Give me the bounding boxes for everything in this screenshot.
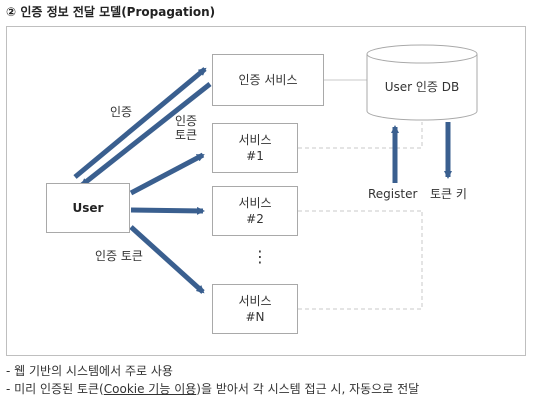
- register-label: Register: [368, 187, 418, 201]
- service1-box: 서비스 #1: [212, 123, 298, 173]
- service1-dashed-line: [298, 122, 423, 149]
- service2-label: 서비스: [238, 196, 272, 210]
- auth-label: 인증: [110, 105, 133, 119]
- service1-number: #1: [246, 149, 264, 163]
- note-line2-pre: - 미리 인증된 토큰(: [6, 382, 104, 396]
- user-to-service2-arrow: [130, 206, 205, 215]
- user-to-serviceN-arrow: [129, 225, 205, 294]
- serviceN-number: #N: [245, 310, 265, 324]
- auth-token-label-line2: 토큰: [175, 128, 198, 142]
- diagram-title: ② 인증 정보 전달 모델(Propagation): [6, 5, 216, 19]
- auth-to-user-arrow: [80, 82, 212, 187]
- service1-label: 서비스: [238, 133, 272, 147]
- db-label: User 인증 DB: [384, 80, 460, 94]
- note-line2-post: )을 받아서 각 시스템 접근 시, 자동으로 전달: [196, 382, 420, 396]
- note-line1: - 웹 기반의 시스템에서 주로 사용: [6, 364, 173, 378]
- auth-service-box: 인증 서비스: [212, 54, 324, 106]
- auth-token-label-lower: 인증 토큰: [95, 249, 143, 263]
- service2-number: #2: [246, 212, 264, 226]
- token-key-label: 토큰 키: [430, 187, 467, 201]
- serviceN-dashed-line: [298, 211, 423, 310]
- user-box: User: [46, 183, 130, 233]
- auth-token-label: 인증 토큰: [175, 114, 197, 142]
- service2-box: 서비스 #2: [212, 186, 298, 236]
- ellipsis-icon: ⋮: [252, 247, 268, 266]
- auth-token-label-line1: 인증: [175, 114, 198, 128]
- serviceN-label: 서비스: [238, 294, 272, 308]
- note-line2-link: Cookie 기능 이용: [103, 382, 197, 396]
- serviceN-box: 서비스 #N: [212, 284, 298, 334]
- user-label: User: [72, 201, 104, 215]
- user-to-auth-arrow: [73, 67, 207, 179]
- note-line2: - 미리 인증된 토큰(Cookie 기능 이용)을 받아서 각 시스템 접근 …: [6, 380, 419, 397]
- auth-service-label: 인증 서비스: [238, 73, 298, 87]
- user-to-service1-arrow: [129, 152, 205, 196]
- db-cylinder: [366, 44, 478, 121]
